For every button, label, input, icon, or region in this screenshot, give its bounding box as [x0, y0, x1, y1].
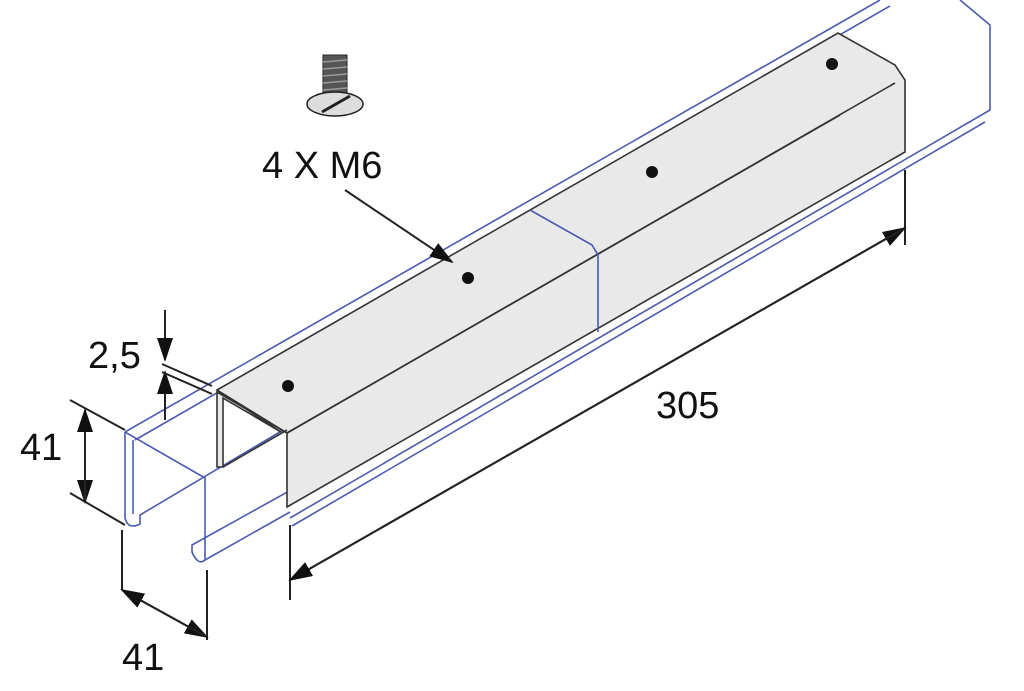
bolt: [282, 380, 294, 392]
width-label: 41: [122, 637, 164, 679]
bolt-heads: [282, 58, 838, 392]
screw-icon: [306, 54, 364, 117]
length-label: 305: [656, 385, 719, 427]
bolt: [462, 272, 474, 284]
thickness-label: 2,5: [88, 335, 141, 377]
height-label: 41: [20, 427, 62, 469]
bolt: [826, 58, 838, 70]
dimension-lines: [69, 170, 907, 640]
bolt: [646, 166, 658, 178]
splice-plate: [215, 32, 906, 509]
fastener-label: 4 X M6: [262, 145, 382, 187]
